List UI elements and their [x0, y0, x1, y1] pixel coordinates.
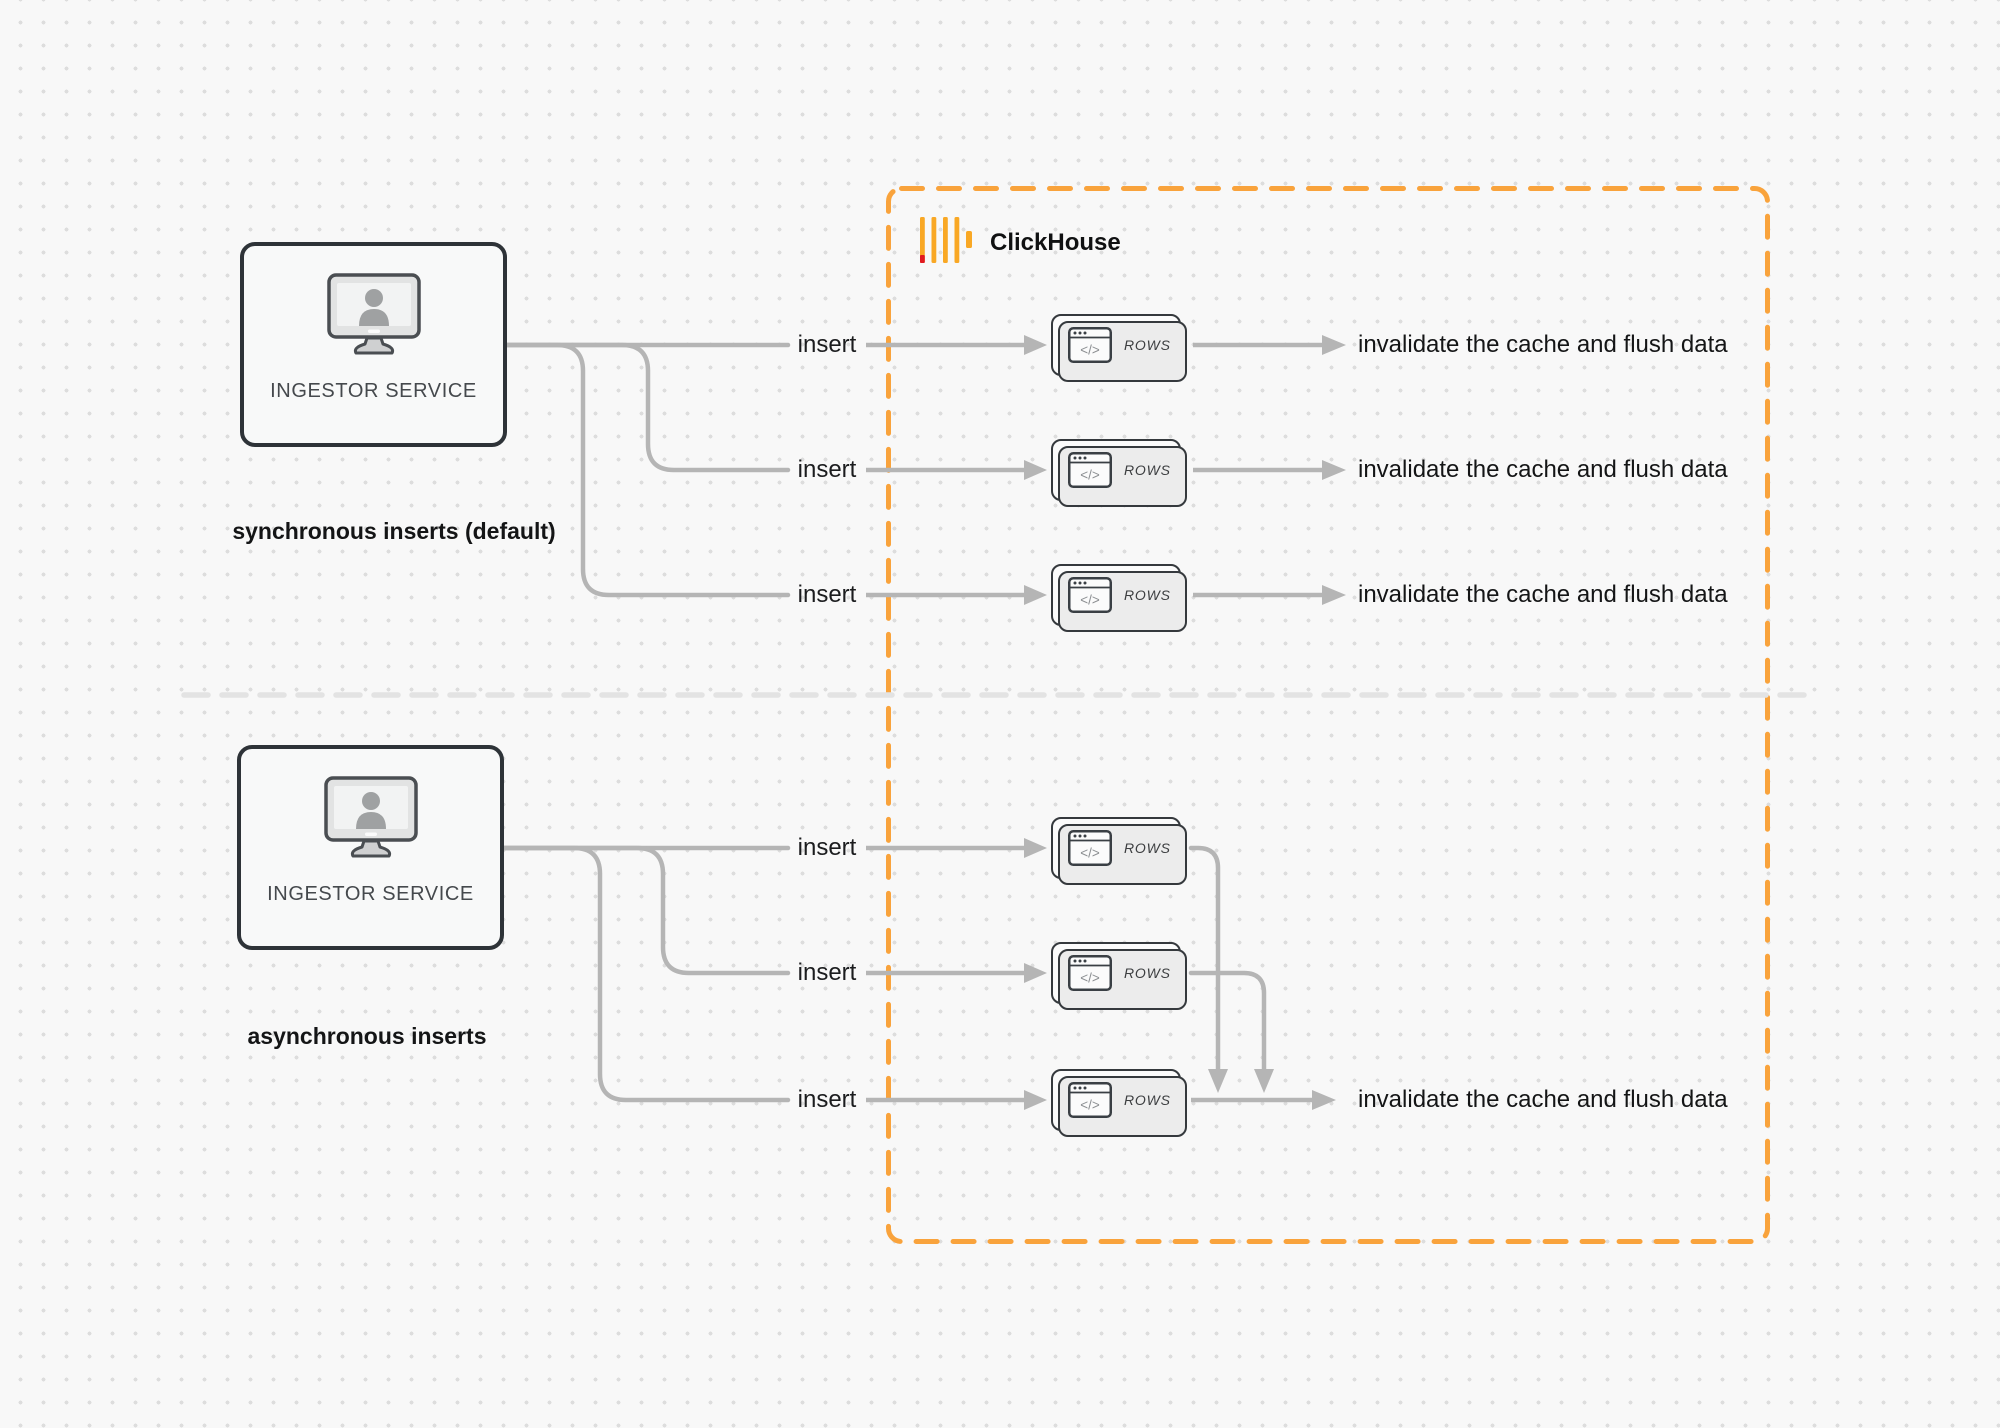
rows-part-card: </> ROWS — [1051, 564, 1187, 632]
sync-insert-label-1: insert — [797, 331, 857, 358]
svg-text:</>: </> — [1080, 1098, 1100, 1113]
clickhouse-brand-name: ClickHouse — [990, 229, 1121, 256]
code-window-icon: </> — [1068, 327, 1112, 363]
rows-part-card: </> ROWS — [1051, 942, 1187, 1010]
monitor-user-icon — [323, 776, 418, 858]
rows-card-label: ROWS — [1124, 1092, 1171, 1108]
rows-card-label: ROWS — [1124, 587, 1171, 603]
rows-card-label: ROWS — [1124, 337, 1171, 353]
rows-part-card: </> ROWS — [1051, 1069, 1187, 1137]
svg-text:</>: </> — [1080, 593, 1100, 608]
sync-insert-label-2: insert — [797, 456, 857, 483]
code-window-icon: </> — [1068, 830, 1112, 866]
svg-text:</>: </> — [1080, 846, 1100, 861]
async-insert-label-2: insert — [797, 959, 857, 986]
rows-card-label: ROWS — [1124, 840, 1171, 856]
sync-result-label-1: invalidate the cache and flush data — [1358, 331, 1728, 358]
sync-section-caption: synchronous inserts (default) — [232, 518, 556, 544]
clickhouse-boundary-dashed-border — [886, 186, 1770, 1244]
async-branch-row2 — [501, 845, 791, 976]
sync-result-label-2: invalidate the cache and flush data — [1358, 456, 1728, 483]
async-result-label: invalidate the cache and flush data — [1358, 1086, 1728, 1113]
async-merge-arrow-2 — [1188, 970, 1267, 1072]
sync-result-label-3: invalidate the cache and flush data — [1358, 581, 1728, 608]
svg-text:</>: </> — [1080, 971, 1100, 986]
ingestor-service-label: INGESTOR SERVICE — [267, 883, 474, 905]
rows-part-card: </> ROWS — [1051, 817, 1187, 885]
code-window-icon: </> — [1068, 955, 1112, 991]
rows-card-label: ROWS — [1124, 462, 1171, 478]
rows-part-card: </> ROWS — [1051, 314, 1187, 382]
rows-part-card: </> ROWS — [1051, 439, 1187, 507]
ingestor-service-box-sync: INGESTOR SERVICE — [240, 242, 507, 447]
code-window-icon: </> — [1068, 577, 1112, 613]
svg-text:</>: </> — [1080, 468, 1100, 483]
monitor-user-icon — [326, 273, 421, 355]
code-window-icon: </> — [1068, 1082, 1112, 1118]
svg-text:</>: </> — [1080, 343, 1100, 358]
ingestor-service-box-async: INGESTOR SERVICE — [237, 745, 504, 950]
rows-card-label: ROWS — [1124, 965, 1171, 981]
async-insert-label-3: insert — [797, 1086, 857, 1113]
async-merge-arrow-1 — [1188, 845, 1221, 1072]
async-section-caption: asynchronous inserts — [247, 1023, 487, 1049]
sync-branch-row2 — [504, 342, 791, 473]
ingestor-service-label: INGESTOR SERVICE — [270, 380, 477, 402]
code-window-icon: </> — [1068, 452, 1112, 488]
sync-insert-label-3: insert — [797, 581, 857, 608]
clickhouse-logo-icon — [920, 217, 972, 263]
async-insert-label-1: insert — [797, 834, 857, 861]
